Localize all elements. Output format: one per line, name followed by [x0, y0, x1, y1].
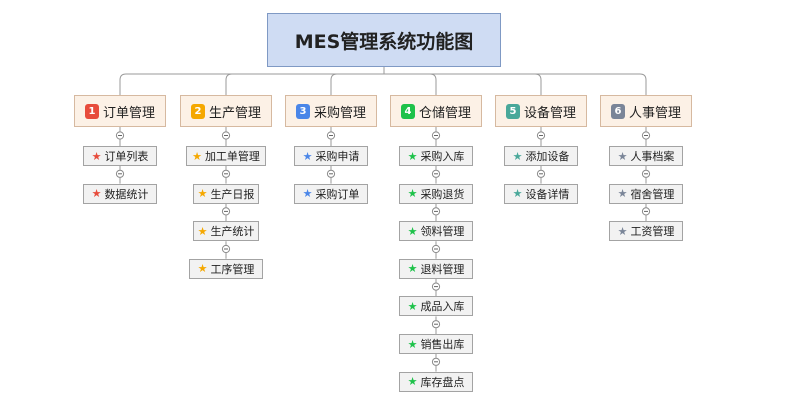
- item-node: ★数据统计: [83, 183, 157, 204]
- category-connector: [384, 73, 647, 95]
- item-node: ★加工单管理: [186, 146, 266, 166]
- item-label: 领料管理: [420, 225, 465, 239]
- category-label: 设备管理: [523, 105, 576, 121]
- category-connector: [384, 73, 542, 95]
- star-icon: ★: [512, 149, 523, 163]
- item-label: 工序管理: [210, 262, 255, 276]
- category-label: 采购管理: [313, 105, 366, 121]
- category-number-badge: 4: [400, 103, 415, 119]
- category-label: 人事管理: [628, 105, 681, 121]
- item-label: 退料管理: [420, 262, 465, 276]
- item-label: 采购订单: [315, 187, 360, 201]
- category-connector: [330, 73, 384, 95]
- star-icon: ★: [192, 149, 202, 163]
- star-icon: ★: [407, 337, 418, 351]
- item-label: 添加设备: [525, 150, 570, 163]
- item-label: 宿舍管理: [630, 187, 675, 201]
- root-node: MES管理系统功能图: [267, 13, 501, 67]
- category-connector: [384, 73, 437, 95]
- item-node: ★添加设备: [504, 146, 578, 166]
- category-number-badge: 2: [190, 103, 205, 119]
- category-label: 仓储管理: [418, 105, 471, 121]
- item-node: ★采购退货: [399, 183, 473, 204]
- item-node: ★人事档案: [609, 146, 683, 166]
- item-label: 设备详情: [525, 187, 570, 201]
- item-node: ★库存盘点: [399, 371, 473, 392]
- item-node: ★成品入库: [399, 296, 473, 317]
- category-connector: [225, 73, 384, 95]
- star-icon: ★: [91, 187, 102, 201]
- item-label: 工资管理: [630, 225, 675, 239]
- item-label: 库存盘点: [420, 375, 465, 389]
- category-label: 生产管理: [208, 105, 261, 121]
- item-label: 销售出库: [420, 338, 465, 351]
- category-number-badge: 1: [84, 103, 99, 119]
- item-label: 成品入库: [420, 300, 465, 314]
- star-icon: ★: [302, 187, 313, 201]
- item-node: ★宿舍管理: [609, 183, 683, 204]
- star-icon: ★: [617, 224, 628, 238]
- star-icon: ★: [407, 375, 418, 389]
- item-node: ★采购申请: [294, 146, 368, 166]
- star-icon: ★: [407, 299, 418, 313]
- star-icon: ★: [197, 262, 208, 276]
- category-label: 订单管理: [102, 105, 155, 121]
- star-icon: ★: [512, 187, 523, 201]
- item-label: 采购申请: [315, 150, 360, 163]
- item-label: 采购入库: [420, 150, 465, 163]
- star-icon: ★: [302, 149, 313, 163]
- item-label: 生产统计: [210, 225, 255, 239]
- star-icon: ★: [197, 187, 208, 201]
- item-label: 生产日报: [210, 187, 255, 201]
- category-number-badge: 6: [610, 103, 625, 119]
- star-icon: ★: [617, 149, 628, 163]
- item-node: ★工资管理: [609, 221, 683, 242]
- star-icon: ★: [407, 187, 418, 201]
- item-node: ★订单列表: [83, 146, 157, 166]
- item-node: ★生产统计: [193, 221, 259, 242]
- item-node: ★销售出库: [399, 334, 473, 354]
- item-node: ★领料管理: [399, 221, 473, 242]
- item-node: ★工序管理: [189, 258, 263, 279]
- item-node: ★退料管理: [399, 258, 473, 279]
- star-icon: ★: [617, 187, 628, 201]
- category-number-badge: 5: [505, 103, 520, 119]
- root-title: MES管理系统功能图: [294, 30, 474, 53]
- item-node: ★采购订单: [294, 183, 368, 204]
- item-label: 加工单管理: [204, 150, 260, 163]
- category-number-badge: 3: [295, 103, 310, 119]
- category-connector: [119, 73, 384, 95]
- star-icon: ★: [197, 224, 208, 238]
- item-node: ★生产日报: [193, 183, 259, 204]
- star-icon: ★: [407, 262, 418, 276]
- item-label: 采购退货: [420, 187, 465, 201]
- item-label: 人事档案: [630, 150, 675, 163]
- star-icon: ★: [407, 149, 418, 163]
- item-label: 订单列表: [104, 150, 149, 163]
- item-node: ★设备详情: [504, 183, 578, 204]
- star-icon: ★: [91, 149, 102, 163]
- star-icon: ★: [407, 224, 418, 238]
- item-label: 数据统计: [104, 187, 149, 201]
- item-node: ★采购入库: [399, 146, 473, 166]
